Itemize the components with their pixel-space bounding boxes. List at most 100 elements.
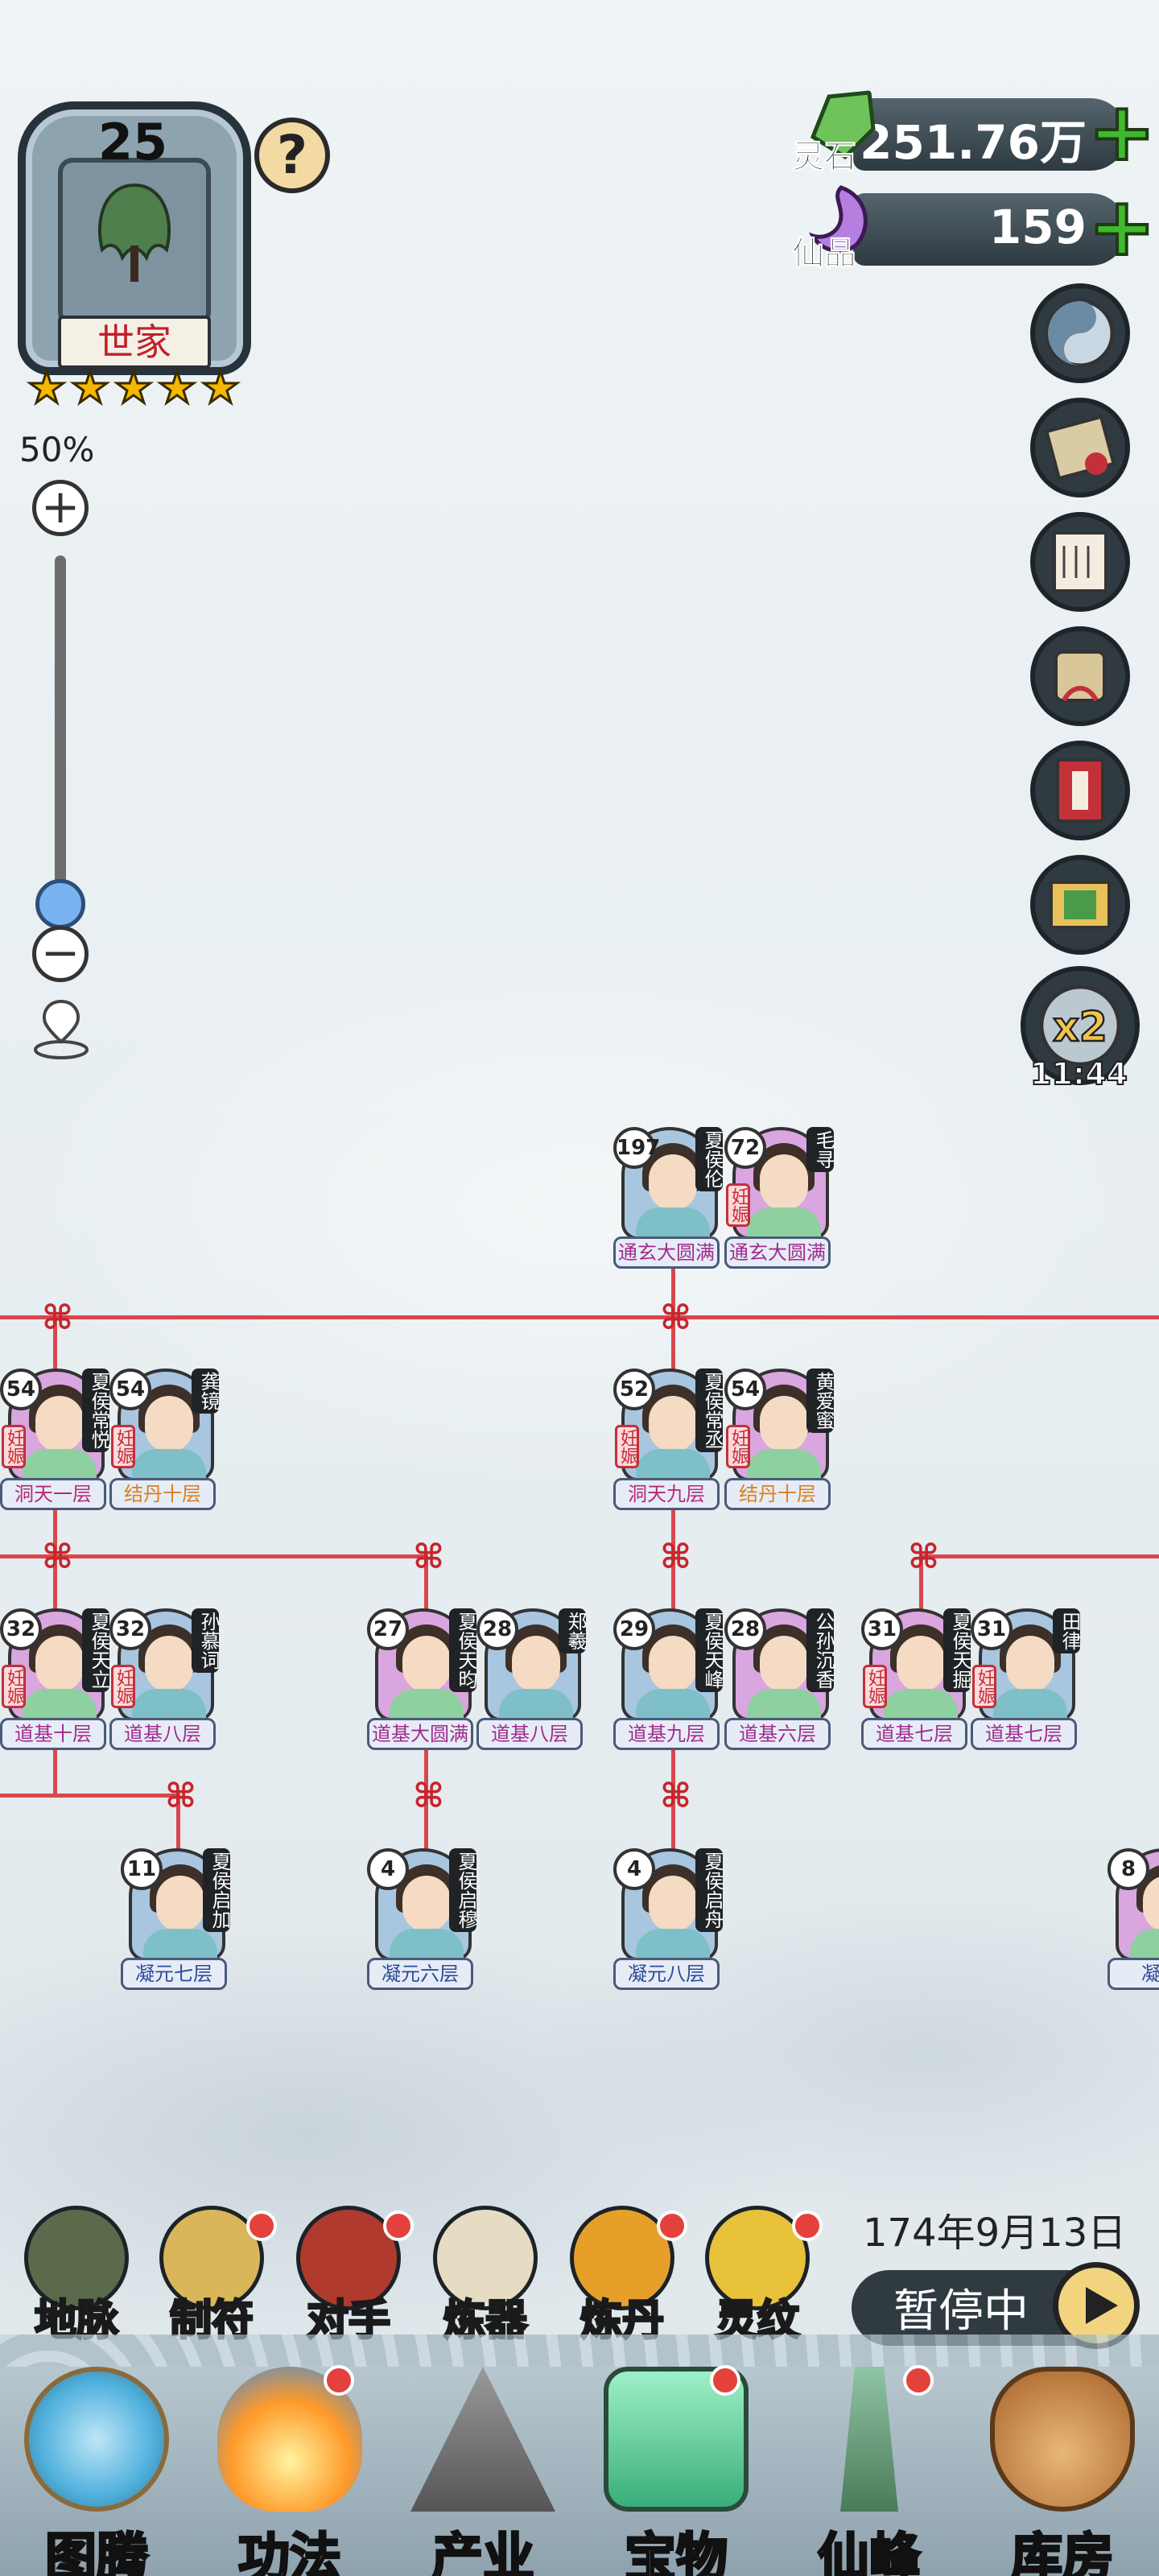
knot-icon: ⌘ — [413, 1537, 444, 1576]
star-icon: ★ — [26, 362, 67, 413]
earth-vein-icon — [24, 2206, 129, 2310]
age-badge: 31 — [861, 1608, 903, 1650]
member-name: 夏侯启舟 — [695, 1848, 724, 1932]
tree-line — [671, 1315, 675, 1380]
speed-button[interactable]: x2 — [1021, 966, 1140, 1085]
plaque-icon — [1050, 881, 1111, 929]
function-forge[interactable]: 炼器 — [425, 2206, 546, 2347]
plaque-button[interactable] — [1030, 855, 1130, 955]
knot-icon: ⌘ — [42, 1537, 73, 1576]
knot-icon: ⌘ — [660, 1298, 691, 1337]
settings-button[interactable] — [1030, 283, 1130, 383]
member-name: 夏侯常悦 — [82, 1368, 110, 1452]
zoom-out-button[interactable]: − — [32, 926, 89, 982]
function-talisman[interactable]: 制符 — [151, 2206, 277, 2347]
cultivation-realm: 凝元八层 — [613, 1958, 720, 1990]
function-spirit-pattern[interactable]: 灵纹 — [697, 2206, 823, 2347]
member-name: 毛寻 — [806, 1127, 835, 1172]
nav-treasures[interactable]: 宝物 — [580, 2365, 773, 2576]
member-name: 夏侯天峰 — [695, 1608, 724, 1692]
nav-immortal-peak[interactable]: 仙峰 — [773, 2365, 966, 2576]
cultivation-realm: 结丹十层 — [109, 1478, 216, 1510]
member-name: 公孙沉香 — [806, 1608, 835, 1692]
tree-line — [671, 1739, 675, 1858]
game-date: 174年9月13日 — [863, 2211, 1127, 2256]
tree-line — [176, 1794, 180, 1858]
member-name: 夏侯启穆 — [449, 1848, 477, 1932]
pregnant-badge: 妊娠 — [111, 1665, 135, 1708]
map-button[interactable] — [1030, 398, 1130, 497]
cultivation-realm: 洞天九层 — [613, 1478, 720, 1510]
cultivation-realm: 结丹十层 — [724, 1478, 831, 1510]
help-button[interactable]: ? — [254, 118, 330, 193]
tree-line — [424, 1739, 428, 1858]
age-badge: 29 — [613, 1608, 655, 1650]
age-badge: 28 — [724, 1608, 766, 1650]
spirit-stone-bar — [853, 98, 1127, 171]
book-button[interactable] — [1030, 741, 1130, 840]
tree-line — [0, 1554, 428, 1558]
nav-techniques[interactable]: 功法 — [193, 2365, 386, 2576]
yin-yang-icon — [1046, 299, 1115, 368]
forge-chart-icon — [433, 2206, 538, 2310]
scroll-icon — [1054, 650, 1106, 702]
tree-line — [53, 1502, 57, 1618]
add-spirit-stone-button[interactable]: + — [1087, 85, 1157, 179]
immortal-crystal-value: 159 — [988, 200, 1087, 254]
immortal-crystal-bar — [853, 193, 1127, 266]
add-immortal-crystal-button[interactable]: + — [1087, 180, 1157, 274]
pregnant-badge: 妊娠 — [972, 1665, 996, 1708]
cultivation-realm: 道基七层 — [861, 1718, 967, 1750]
cultivation-realm: 通玄大圆满 — [724, 1236, 831, 1269]
function-alchemy[interactable]: 炼丹 — [562, 2206, 687, 2347]
nav-storehouse[interactable]: 库房 — [966, 2367, 1159, 2576]
nav-industry[interactable]: 产业 — [386, 2367, 580, 2576]
clan-stars: ★ ★ ★ ★ ★ — [26, 362, 243, 415]
clan-level: 25 — [97, 113, 168, 171]
family-member-card[interactable]: 8凝元 — [1107, 1848, 1159, 1990]
zoom-slider[interactable] — [55, 555, 66, 910]
age-badge: 27 — [367, 1608, 409, 1650]
cultivation-realm: 道基八层 — [476, 1718, 583, 1750]
mountain-icon — [410, 2367, 555, 2512]
function-rivals[interactable]: 对手 — [288, 2206, 414, 2347]
zoom-slider-handle[interactable] — [35, 879, 85, 929]
cultivation-realm: 道基大圆满 — [367, 1718, 473, 1750]
map-scroll-icon — [1044, 415, 1116, 481]
cultivation-realm: 道基七层 — [971, 1718, 1077, 1750]
locate-icon[interactable] — [27, 995, 95, 1063]
member-name: 孙慕词 — [192, 1608, 220, 1673]
member-name: 田律 — [1053, 1608, 1081, 1653]
age-badge: 54 — [0, 1368, 42, 1410]
letters-button[interactable] — [1030, 512, 1130, 612]
zoom-in-button[interactable]: + — [32, 480, 89, 536]
age-badge: 72 — [724, 1127, 766, 1169]
function-earth-vein[interactable]: 地脉 — [16, 2206, 137, 2347]
age-badge: 32 — [0, 1608, 42, 1650]
age-badge: 54 — [109, 1368, 151, 1410]
nav-label: 库房 — [1010, 2528, 1116, 2576]
nav-totem[interactable]: 图腾 — [0, 2367, 193, 2576]
nav-label: 产业 — [431, 2528, 536, 2576]
scroll-button[interactable] — [1030, 626, 1130, 726]
spirit-stone-value: 251.76万 — [860, 115, 1087, 170]
pause-status: 暂停中 — [893, 2285, 1029, 2338]
